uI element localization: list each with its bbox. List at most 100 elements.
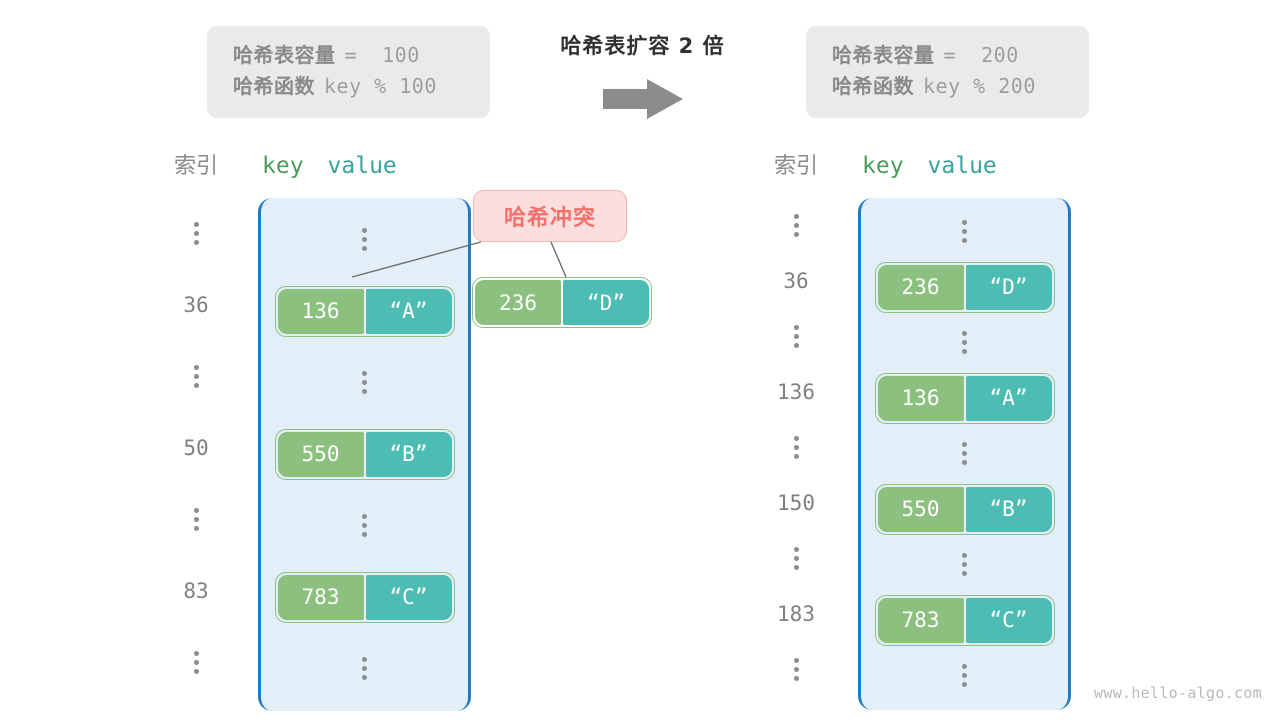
index-ellipsis: [752, 309, 840, 365]
key-value-pair: 550“B”: [274, 428, 455, 480]
index-ellipsis: [752, 198, 840, 254]
value-cell: “C”: [965, 597, 1052, 643]
bucket-row-ellipsis: [861, 315, 1068, 371]
value-cell: “B”: [365, 431, 452, 477]
header-key: key: [262, 153, 304, 179]
vertical-ellipsis-icon: [793, 436, 799, 460]
right-arrow-icon: [603, 79, 683, 119]
value-cell: “D”: [965, 264, 1052, 310]
index-ellipsis: [152, 198, 240, 270]
bucket-row-ellipsis: [861, 426, 1068, 482]
key-value-pair: 136“A”: [274, 285, 455, 337]
bucket-row: 550“B”: [861, 482, 1068, 538]
bucket-row-ellipsis: [261, 204, 468, 276]
column-headers-before: 索引 key value: [152, 148, 397, 180]
value-cell: “C”: [365, 574, 452, 620]
vertical-ellipsis-icon: [362, 371, 367, 395]
function-value: key % 200: [923, 74, 1036, 98]
function-line-before: 哈希函数 key % 100: [233, 71, 464, 102]
vertical-ellipsis-icon: [362, 228, 367, 252]
vertical-ellipsis-icon: [793, 658, 799, 682]
function-label: 哈希函数: [233, 74, 315, 98]
vertical-ellipsis-icon: [962, 553, 967, 577]
status-badge-hash-collision: 哈希冲突: [473, 190, 627, 242]
index-ellipsis: [752, 642, 840, 698]
vertical-ellipsis-icon: [193, 508, 199, 532]
vertical-ellipsis-icon: [193, 365, 199, 389]
index-ellipsis: [152, 341, 240, 413]
key-cell: 236: [877, 264, 964, 310]
key-value-pair: 783“C”: [274, 571, 455, 623]
bucket-row-ellipsis: [261, 347, 468, 419]
index-column-before: 36 50 83: [152, 198, 240, 711]
index-label: 36: [183, 293, 209, 318]
bucket-row: 550“B”: [261, 419, 468, 491]
capacity-value: = 200: [943, 43, 1019, 67]
bucket-row-ellipsis: [261, 633, 468, 705]
bucket-row-ellipsis: [861, 537, 1068, 593]
info-box-after: 哈希表容量 = 200 哈希函数 key % 200: [806, 26, 1089, 118]
value-cell: “B”: [965, 486, 1052, 532]
key-value-pair: 783“C”: [874, 594, 1055, 646]
key-cell: 136: [277, 288, 364, 334]
key-value-pair: 236“D”: [874, 261, 1055, 313]
index-label: 36: [783, 269, 809, 294]
index-label: 50: [183, 436, 209, 461]
key-cell: 236: [475, 280, 561, 325]
vertical-ellipsis-icon: [362, 657, 367, 681]
key-cell: 550: [277, 431, 364, 477]
bucket-row: 783“C”: [261, 562, 468, 634]
key-value-pair: 136“A”: [874, 372, 1055, 424]
key-cell: 783: [877, 597, 964, 643]
index-label: 150: [777, 491, 815, 516]
key-value-pair: 236 “D”: [472, 277, 652, 328]
header-key: key: [862, 153, 904, 179]
vertical-ellipsis-icon: [962, 664, 967, 688]
vertical-ellipsis-icon: [793, 325, 799, 349]
info-box-before: 哈希表容量 = 100 哈希函数 key % 100: [207, 26, 490, 118]
key-value-pair: 550“B”: [874, 483, 1055, 535]
vertical-ellipsis-icon: [793, 547, 799, 571]
colliding-entry: 236 “D”: [472, 277, 652, 328]
value-cell: “A”: [365, 288, 452, 334]
header-value: value: [927, 153, 997, 179]
vertical-ellipsis-icon: [962, 331, 967, 355]
key-cell: 550: [877, 486, 964, 532]
function-label: 哈希函数: [832, 74, 914, 98]
bucket-row: 783“C”: [861, 593, 1068, 649]
capacity-line-before: 哈希表容量 = 100: [233, 40, 464, 71]
key-cell: 136: [877, 375, 964, 421]
index-label: 83: [183, 579, 209, 604]
index-ellipsis: [752, 420, 840, 476]
vertical-ellipsis-icon: [193, 651, 199, 675]
header-value: value: [327, 153, 397, 179]
watermark: www.hello-algo.com: [1094, 684, 1262, 702]
key-cell: 783: [277, 574, 364, 620]
vertical-ellipsis-icon: [793, 214, 799, 238]
bucket-row: 136“A”: [861, 371, 1068, 427]
bucket-row-ellipsis: [861, 204, 1068, 260]
function-value: key % 100: [324, 74, 437, 98]
value-cell: “A”: [965, 375, 1052, 421]
vertical-ellipsis-icon: [962, 442, 967, 466]
header-index: 索引: [173, 154, 218, 179]
bucket-row: 236“D”: [861, 260, 1068, 316]
column-headers-after: 索引 key value: [752, 148, 997, 180]
hash-table-before: 36 50 83 136“A” 550“B” 783“C”: [152, 198, 471, 711]
function-line-after: 哈希函数 key % 200: [832, 71, 1063, 102]
vertical-ellipsis-icon: [193, 222, 199, 246]
transform-title: 哈希表扩容 2 倍: [560, 34, 725, 58]
vertical-ellipsis-icon: [362, 514, 367, 538]
capacity-value: = 100: [344, 43, 420, 67]
value-cell: “D”: [563, 280, 649, 325]
index-ellipsis: [152, 484, 240, 556]
capacity-label: 哈希表容量: [233, 43, 336, 67]
header-index: 索引: [773, 154, 818, 179]
bucket-array-after: 236“D” 136“A” 550“B” 783“C”: [858, 198, 1071, 710]
capacity-label: 哈希表容量: [832, 43, 935, 67]
bucket-row-ellipsis: [861, 648, 1068, 704]
capacity-line-after: 哈希表容量 = 200: [832, 40, 1063, 71]
bucket-array-before: 136“A” 550“B” 783“C”: [258, 198, 471, 711]
